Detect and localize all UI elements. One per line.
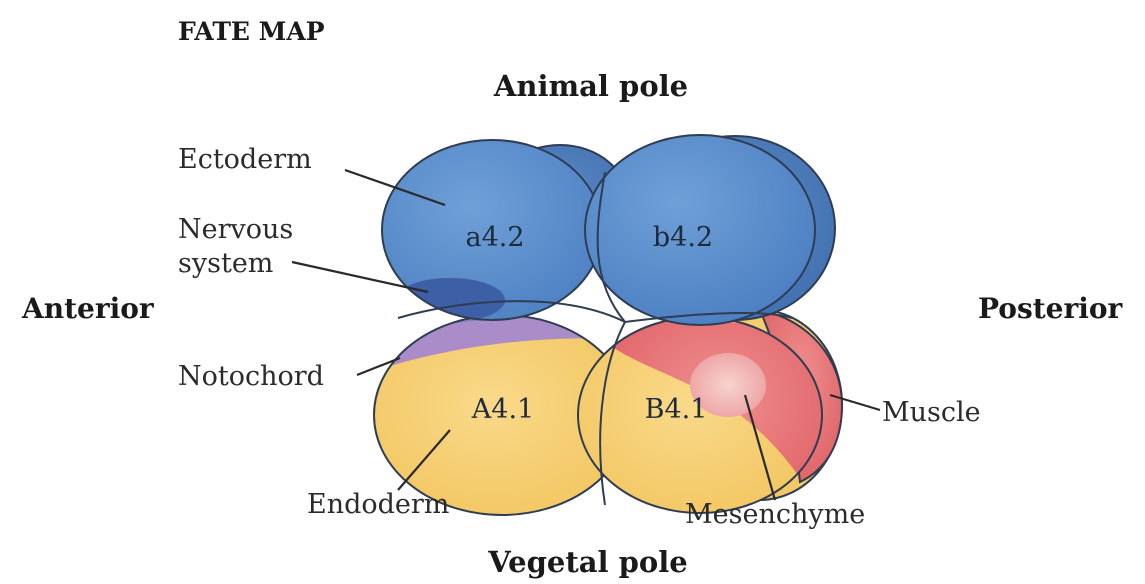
nervous-system-label-line1: Nervous xyxy=(178,214,293,245)
cell-label-b4-2: b4.2 xyxy=(653,222,713,253)
muscle-label: Muscle xyxy=(882,397,981,428)
nervous-system-region xyxy=(395,278,505,322)
cell-label-a4-2: a4.2 xyxy=(465,222,524,253)
cell-label-A4-1: A4.1 xyxy=(471,394,534,425)
nervous-system-label-line2: system xyxy=(178,248,273,279)
endoderm-label: Endoderm xyxy=(307,489,449,520)
anterior-label: Anterior xyxy=(21,292,155,325)
fate-map-title: FATE MAP xyxy=(178,17,325,46)
ectoderm-label: Ectoderm xyxy=(178,144,312,175)
cell-label-B4-1: B4.1 xyxy=(645,394,708,425)
vegetal-pole-label: Vegetal pole xyxy=(487,545,687,579)
notochord-label: Notochord xyxy=(178,361,324,392)
posterior-label: Posterior xyxy=(978,292,1124,325)
animal-pole-label: Animal pole xyxy=(493,69,688,103)
mesenchyme-label: Mesenchyme xyxy=(685,499,865,530)
